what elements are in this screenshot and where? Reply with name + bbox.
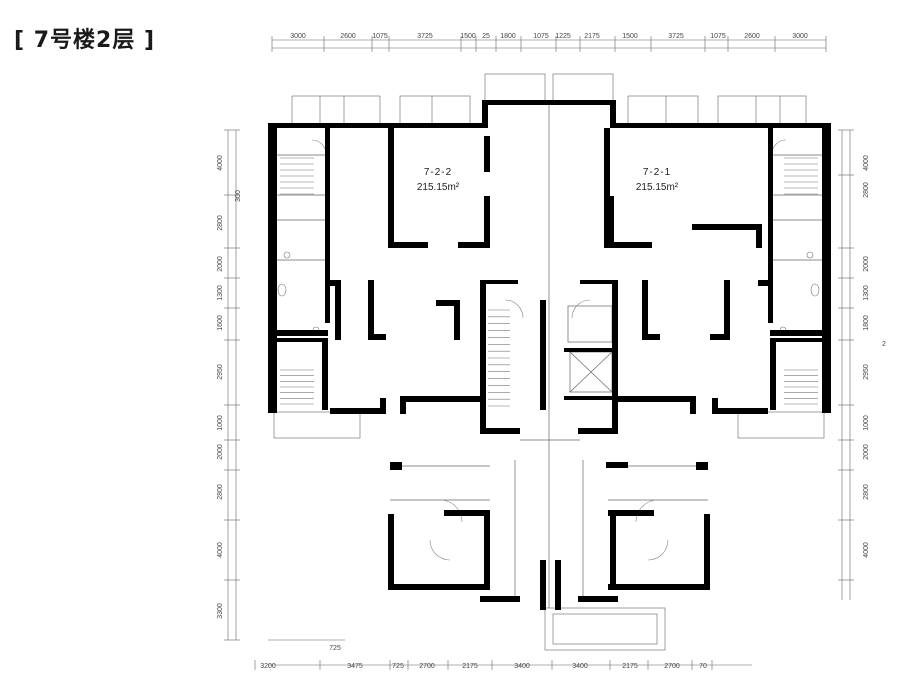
unit-left-area: 215.15m²	[417, 182, 460, 193]
dim-top-label: 2600	[744, 33, 760, 40]
plan-title: [ 7号楼2层 ]	[14, 28, 156, 53]
dim-left-label: 4000	[217, 542, 224, 558]
top-dimension-labels: 3000 2600 1075 3725 1500 25 1800 1075 1225 2175 15…	[290, 33, 808, 40]
dim-bottom-label: 2175	[622, 663, 638, 670]
right-dimension-ticks	[838, 129, 854, 581]
left-dimension-ticks	[224, 129, 240, 641]
dim-left-label: 1000	[217, 415, 224, 431]
dim-right-label: 4000	[863, 155, 870, 171]
dim-top-label: 1075	[533, 33, 549, 40]
dim-left-label: 2800	[217, 484, 224, 500]
top-dimension-ticks	[271, 36, 827, 52]
dim-top-label: 25	[482, 33, 490, 40]
dim-right-label: 2800	[863, 182, 870, 198]
dim-right-label: 2000	[863, 444, 870, 460]
dim-725: 725	[329, 645, 341, 652]
dim-right-label: 2000	[863, 256, 870, 272]
dim-top-label: 1075	[710, 33, 726, 40]
dim-left-label: 2800	[217, 215, 224, 231]
dim-top-label: 2600	[340, 33, 356, 40]
dim-left-label: 4000	[217, 155, 224, 171]
dim-top-label: 1225	[555, 33, 571, 40]
dim-bottom-label: 2700	[664, 663, 680, 670]
dim-bottom-label: 2175	[462, 663, 478, 670]
walls	[268, 100, 831, 610]
left-dimension-labels: 4000 2800 2000 1300 1600 2950 1000 2000 2800 4000…	[217, 155, 224, 619]
dim-top-label: 1500	[460, 33, 476, 40]
dim-left-label: 2950	[217, 364, 224, 380]
dim-left-label: 3300	[217, 603, 224, 619]
dim-left-label: 2000	[217, 444, 224, 460]
dim-bottom-label: 3475	[347, 663, 363, 670]
dim-left-small: 300	[235, 190, 242, 202]
dim-left-label: 1600	[217, 315, 224, 331]
unit-right-area: 215.15m²	[636, 182, 679, 193]
interior-lines	[275, 100, 823, 608]
dim-left-label: 1300	[217, 285, 224, 301]
dim-right-label: 1000	[863, 415, 870, 431]
bottom-dimension-ticks	[254, 660, 713, 670]
dim-top-label: 3725	[417, 33, 433, 40]
dim-bottom-label: 3400	[572, 663, 588, 670]
dim-right-small: 2	[882, 341, 886, 348]
dim-left-label: 2000	[217, 256, 224, 272]
dim-bottom-label: 2700	[419, 663, 435, 670]
dimension-lines	[227, 39, 851, 666]
unit-right-id: 7-2-1	[643, 167, 671, 178]
dim-right-label: 4000	[863, 542, 870, 558]
dim-top-label: 3725	[668, 33, 684, 40]
dim-top-label: 1800	[500, 33, 516, 40]
dim-right-label: 1800	[863, 315, 870, 331]
right-dimension-labels: 4000 2800 2000 1300 1800 2950 1000 2000 2800 4000	[863, 155, 870, 558]
dim-top-label: 3000	[792, 33, 808, 40]
dim-top-label: 1075	[372, 33, 388, 40]
dim-bottom-label: 725	[392, 663, 404, 670]
dim-top-label: 1500	[622, 33, 638, 40]
unit-left-id: 7-2-2	[424, 167, 452, 178]
dim-right-label: 1300	[863, 285, 870, 301]
dim-bottom-label: 3400	[514, 663, 530, 670]
bottom-dimension-labels: 3200 3475 725 2700 2175 3400 3400 2175 2700 70	[260, 663, 707, 670]
fixtures	[277, 251, 820, 334]
dim-top-label: 3000	[290, 33, 306, 40]
dim-bottom-label: 70	[699, 663, 707, 670]
dim-bottom-label: 3200	[260, 663, 276, 670]
stair-treads	[280, 157, 818, 407]
dim-right-label: 2800	[863, 484, 870, 500]
dim-top-label: 2175	[584, 33, 600, 40]
dim-right-label: 2950	[863, 364, 870, 380]
